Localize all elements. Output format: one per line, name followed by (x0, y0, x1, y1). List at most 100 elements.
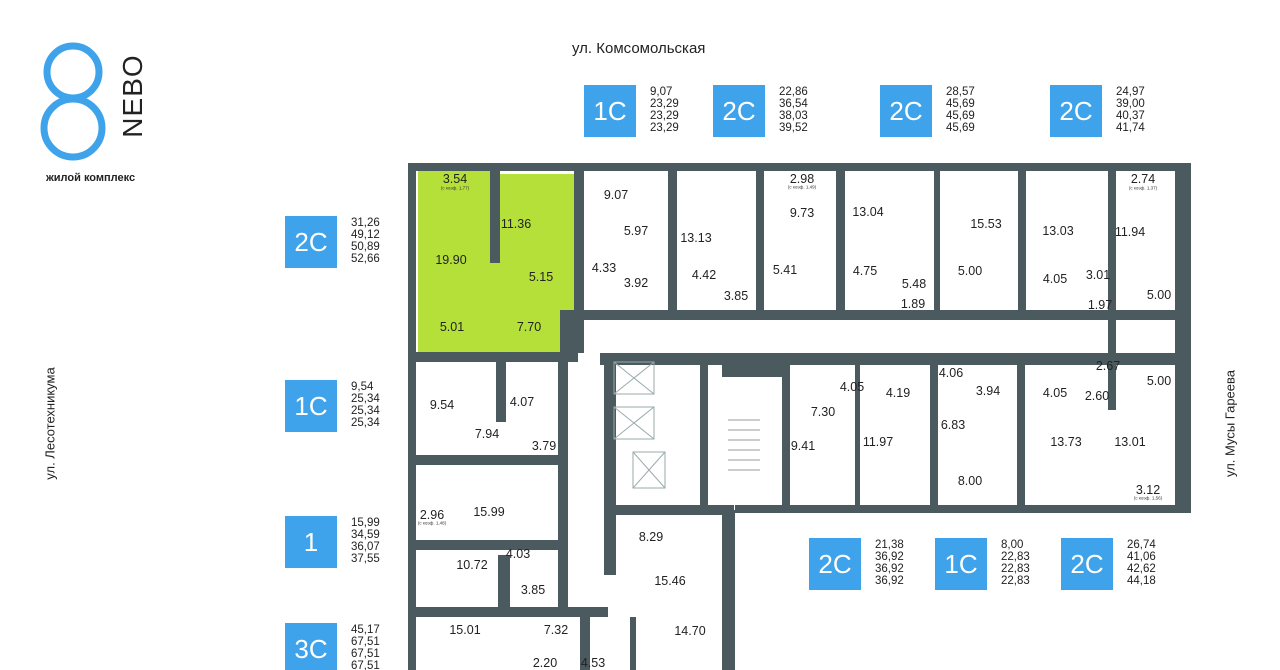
room-area-label: 5.00 (1146, 288, 1172, 302)
room-area-label: 2.67 (1095, 359, 1121, 373)
room-area-label: 8.29 (638, 530, 664, 544)
area-value: 23,29 (650, 110, 679, 122)
area-value: 52,66 (351, 253, 380, 265)
room-area-label: 4.03 (505, 547, 531, 561)
room-area-label: 19.90 (435, 253, 467, 267)
area-value: 8,00 (1001, 539, 1024, 551)
area-value: 38,03 (779, 110, 808, 122)
area-value: 45,69 (946, 122, 975, 134)
room-area-label: 9.54 (429, 398, 455, 412)
room-area-label: 13.01 (1114, 435, 1146, 449)
room-area-label: 1.89 (900, 297, 926, 311)
room-area-label: 4.05 (1042, 386, 1068, 400)
apartment-type-badge[interactable]: 2С (880, 85, 932, 137)
area-value: 40,37 (1116, 110, 1145, 122)
room-area-label: 8.00 (957, 474, 983, 488)
room-area-label: 3.54 (442, 172, 468, 186)
elevators (613, 361, 666, 489)
apartment-type-badge[interactable]: 2С (1061, 538, 1113, 590)
area-value: 22,86 (779, 86, 808, 98)
apartment-type-badge[interactable]: 2С (285, 216, 337, 268)
apartment-type-badge[interactable]: 1С (584, 85, 636, 137)
room-area-label: 4.75 (852, 264, 878, 278)
room-area-label: 4.06 (938, 366, 964, 380)
area-value: 24,97 (1116, 86, 1145, 98)
room-area-label: 15.46 (654, 574, 686, 588)
room-area-label: 13.73 (1050, 435, 1082, 449)
area-value: 25,34 (351, 393, 380, 405)
room-area-label: 3.12 (1135, 483, 1161, 497)
area-value: 45,17 (351, 624, 380, 636)
area-value: 49,12 (351, 229, 380, 241)
room-area-label: 4.33 (591, 261, 617, 275)
area-value: 31,26 (351, 217, 380, 229)
area-value: 28,57 (946, 86, 975, 98)
balcony-coefficient-note: (с коэф. 1,77) (440, 185, 470, 191)
apartment-type-badge[interactable]: 1С (935, 538, 987, 590)
room-area-label: 11.94 (1114, 225, 1146, 239)
area-value: 42,62 (1127, 563, 1156, 575)
room-area-label: 15.53 (970, 217, 1002, 231)
street-right: ул. Мусы Гареева (1222, 369, 1238, 478)
area-value: 67,51 (351, 660, 380, 670)
staircase (728, 419, 760, 471)
room-area-label: 13.03 (1042, 224, 1074, 238)
room-area-label: 14.70 (674, 624, 706, 638)
area-value: 9,07 (650, 86, 673, 98)
room-area-label: 2.20 (532, 656, 558, 670)
room-area-label: 7.30 (810, 405, 836, 419)
area-value: 22,83 (1001, 563, 1030, 575)
balcony-coefficient-note: (с коэф. 1,56) (1133, 495, 1163, 501)
area-value: 39,00 (1116, 98, 1145, 110)
room-area-label: 4.19 (885, 386, 911, 400)
balcony-coefficient-note: (с коэф. 1,49) (787, 184, 817, 190)
apartment-type-badge[interactable]: 1 (285, 516, 337, 568)
room-area-label: 13.13 (680, 231, 712, 245)
apartment-type-badge[interactable]: 3С (285, 623, 337, 670)
room-area-label: 7.94 (474, 427, 500, 441)
area-value: 44,18 (1127, 575, 1156, 587)
highlighted-apartment[interactable] (418, 170, 574, 354)
street-left: ул. Лесотехникума (42, 367, 58, 480)
logo-name: NEBO (117, 54, 148, 138)
balcony-coefficient-note: (с коэф. 1,37) (1128, 185, 1158, 191)
room-area-label: 11.36 (500, 217, 532, 231)
apartment-type-badge[interactable]: 2С (1050, 85, 1102, 137)
balcony-coefficient-note: (с коэф. 1,48) (417, 520, 447, 526)
room-area-label: 7.70 (516, 320, 542, 334)
area-value: 50,89 (351, 241, 380, 253)
logo-eight-icon (40, 42, 106, 161)
room-area-label: 1.97 (1087, 298, 1113, 312)
apartment-type-badge[interactable]: 2С (713, 85, 765, 137)
room-area-label: 3.94 (975, 384, 1001, 398)
apartment-type-badge[interactable]: 2С (809, 538, 861, 590)
logo-subtitle: жилой комплекс (46, 172, 136, 184)
room-area-label: 5.41 (772, 263, 798, 277)
area-value: 45,69 (946, 98, 975, 110)
area-value: 36,92 (875, 563, 904, 575)
area-value: 26,74 (1127, 539, 1156, 551)
area-value: 9,54 (351, 381, 374, 393)
room-area-label: 9.41 (790, 439, 816, 453)
room-area-label: 3.85 (723, 289, 749, 303)
room-area-label: 11.97 (862, 435, 894, 449)
room-area-label: 2.74 (1130, 172, 1156, 186)
area-value: 15,99 (351, 517, 380, 529)
room-area-label: 3.01 (1085, 268, 1111, 282)
room-area-label: 5.00 (957, 264, 983, 278)
area-value: 23,29 (650, 122, 679, 134)
room-area-label: 10.72 (456, 558, 488, 572)
apartment-type-badge[interactable]: 1С (285, 380, 337, 432)
area-value: 36,54 (779, 98, 808, 110)
room-area-label: 4.05 (1042, 272, 1068, 286)
